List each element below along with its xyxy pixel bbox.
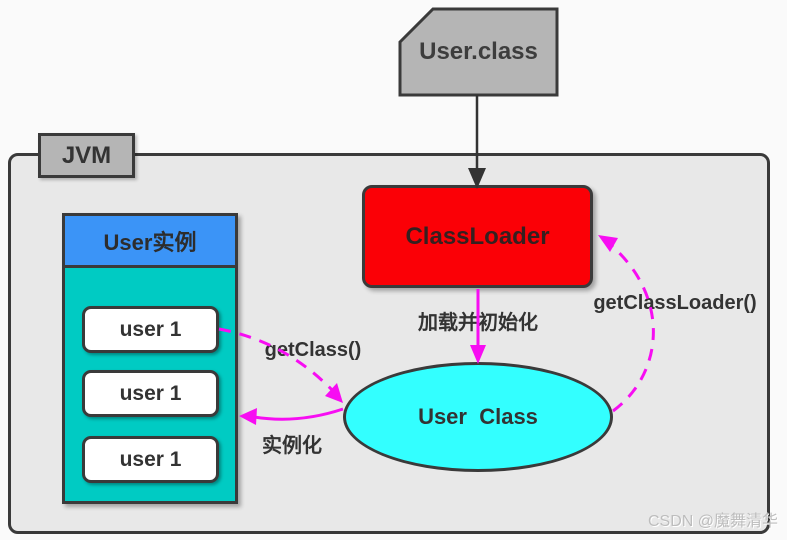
user-instances-node: User实例 user 1 user 1 user 1 [62,213,238,504]
classloader-label: ClassLoader [405,222,550,250]
load-init-edge-label: 加载并初始化 [418,312,538,334]
get-classloader-edge-label: getClassLoader() [593,292,757,314]
user-class-file-label: User.class [419,38,538,65]
watermark: CSDN @魔舞清华 [647,513,778,530]
user-instance-item: user 1 [82,306,219,353]
instantiate-edge-label: 实例化 [262,435,322,457]
user-class-label: User Class [418,404,538,429]
classloader-node: ClassLoader [362,185,593,288]
user-instance-item: user 1 [82,370,219,417]
user-class-node: User Class [343,362,613,472]
jvm-label: JVM [38,133,135,178]
user-instances-header: User实例 [65,216,235,268]
user-instance-item: user 1 [82,436,219,483]
get-class-edge-label: getClass() [264,339,362,361]
